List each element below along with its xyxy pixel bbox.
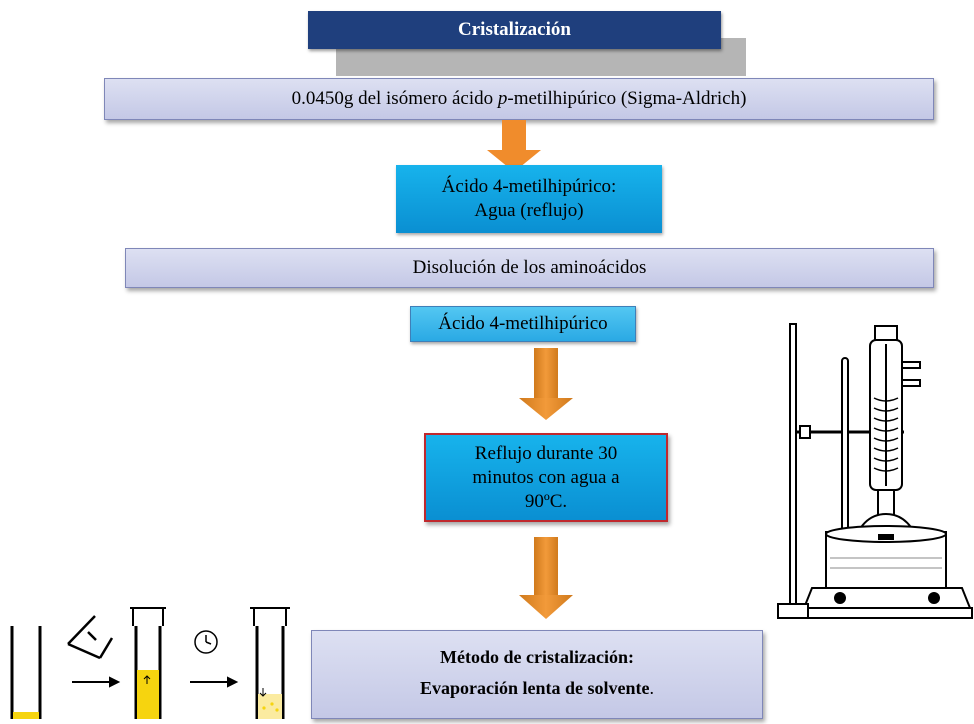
test-tube-icon (130, 607, 166, 719)
sample-text-italic: p (497, 88, 508, 109)
arrow-right-icon (72, 676, 121, 688)
reflux-line-1: Reflujo durante 30 (474, 442, 618, 464)
reflux-step-box: Reflujo durante 30 minutos con agua a 90… (424, 433, 668, 522)
arrow-down-icon (519, 537, 573, 619)
method-step-box: Método de cristalización: Evaporación le… (311, 630, 763, 719)
solvent-line-2: Agua (reflujo) (474, 200, 584, 221)
sample-step-box: 0.0450g del isómero ácido p-metilhipúric… (104, 78, 934, 120)
diagram-title: Cristalización (308, 11, 721, 49)
solvent-step-box: Ácido 4-metilhipúrico: Agua (reflujo) (396, 165, 662, 233)
sample-text: 0.0450g del isómero ácido p-metilhipúric… (292, 88, 747, 110)
test-tube-icon (250, 607, 290, 719)
arrow-down-icon (487, 120, 541, 172)
reflux-line-2: minutos con agua a (472, 466, 620, 488)
dissolution-step-box: Disolución de los aminoácidos (125, 248, 934, 288)
reflux-apparatus-icon (774, 318, 974, 635)
sample-text-prefix: 0.0450g del isómero ácido (291, 88, 498, 109)
arrow-down-icon (519, 348, 573, 420)
dissolution-text: Disolución de los aminoácidos (412, 257, 647, 278)
test-tube-icon (10, 626, 42, 719)
method-title: Método de cristalización: (440, 646, 634, 667)
solvent-line-1: Ácido 4-metilhipúrico: (441, 176, 617, 197)
funnel-icon (67, 615, 114, 660)
reflux-line-3: 90ºC. (524, 490, 568, 512)
crystallization-process-illustration (0, 604, 300, 724)
arrow-right-icon (190, 676, 239, 688)
method-description-period: . (649, 677, 655, 698)
sample-text-suffix: -metilhipúrico (Sigma-Aldrich) (507, 88, 747, 109)
method-description: Evaporación lenta de solvente. (420, 678, 654, 699)
clock-icon (194, 630, 218, 654)
compound-text: Ácido 4-metilhipúrico (438, 313, 608, 334)
title-text: Cristalización (458, 19, 571, 40)
method-description-text: Evaporación lenta de solvente (420, 677, 650, 698)
compound-step-box: Ácido 4-metilhipúrico (410, 306, 636, 342)
